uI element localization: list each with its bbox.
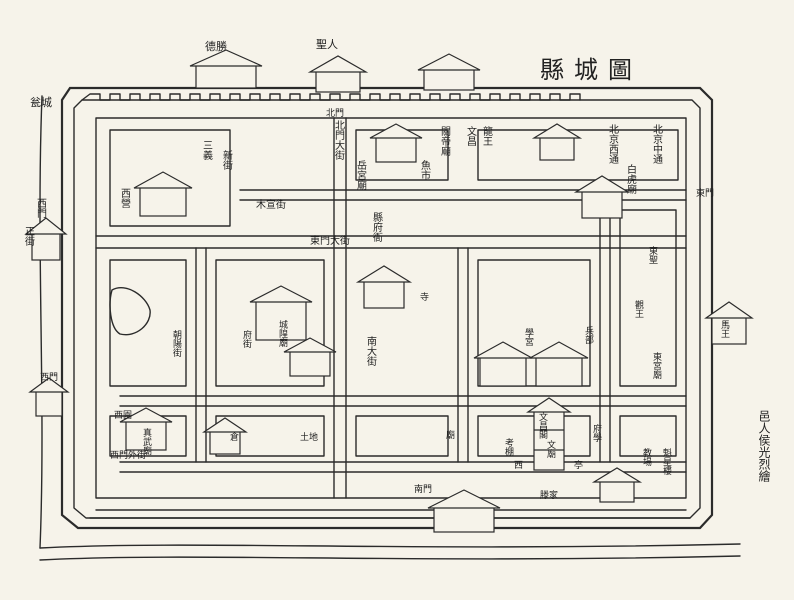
east-temple [473,341,589,387]
label-guan-wang: 觀王 [633,299,644,318]
label-fu-jie: 府街 [241,329,252,349]
ne-temple [531,123,583,161]
label-tu-di: 土地 [300,431,318,443]
label-west-side-1: 西門 [35,198,47,219]
label-baihu: 白虎廟 [625,163,637,195]
label-guandi: 關帝廟 [439,126,451,157]
label-xiejie: 縣府衙 [371,212,383,243]
map-title: 縣城圖 [540,56,642,84]
label-muyuan: 木宣街 [256,198,286,211]
label-south-street: 南大街 [365,335,377,367]
west-temple [133,171,193,217]
label-fu-xue: 府學 [591,423,602,443]
south-gate-tower [427,489,501,533]
label-west-temple: 寺 [420,292,429,303]
label-dong-men: 東門 [696,187,714,199]
yamen-compound [249,285,337,377]
south-shrine [202,417,248,455]
north-gate-tower-2 [189,49,263,89]
east-gate-tower [704,301,754,345]
label-wen-chang-ge: 文昌閣 [537,411,548,440]
label-dong-sheng: 東聖 [647,245,658,264]
label-beijing-1: 北京中通 [651,124,663,164]
label-kui-xing: 魁星樓 [661,447,672,476]
label-ting: 亭 [574,459,583,471]
label-bing-bu: 兵部 [583,325,594,345]
north-gate-tower-3 [417,53,481,91]
label-ma-wang: 馬王 [719,320,730,338]
label-kao-peng: 考棚 [503,438,514,457]
label-bei-men: 北門 [326,108,344,119]
east-hall [573,175,631,219]
label-sanyi: 三義 [201,140,213,160]
label-top-tower: 聖人 [316,38,338,51]
label-xinjie: 新街 [221,149,233,171]
west-gate-tower [24,217,68,261]
central-temple [355,265,413,309]
label-west-side-2: 正街 [23,226,35,247]
sw-gate-tower [28,377,70,417]
label-north-street: 北門大街 [333,120,345,161]
west-pond [109,287,151,336]
label-yuzhen: 魚市 [419,159,431,181]
label-top-left-outer: 瓮城 [30,96,52,109]
nw-temple [369,123,423,163]
pagoda [526,397,572,471]
label-chaoyang: 朝陽街 [171,330,182,358]
label-east-street: 東門大街 [310,234,350,247]
label-nan-men: 南門 [414,483,432,495]
north-gate-tower [307,55,369,93]
label-miao: 廟 [446,429,455,441]
sw-shrine [119,407,173,451]
label-sw-temple: 真武廟 [141,427,152,456]
label-west-gate-house: 西營 [119,188,131,208]
se-shrine [591,467,643,503]
label-top-left-gate: 德勝 [205,39,227,53]
label-xijie-lower: 西門外街 [110,449,146,461]
label-wenchang: 文昌 [465,125,477,147]
label-jiao-chang: 教場 [641,447,652,467]
label-cheng-huang: 城隍廟 [277,320,288,348]
label-beijing-2: 北京西通 [607,124,619,164]
label-wen-wang: 文廟 [545,439,556,459]
label-cang: 倉 [230,431,239,443]
label-xi: 西 [514,460,523,471]
label-xi-men-outer: 西門 [40,372,58,383]
label-yuegong: 岳宮廟 [355,160,367,191]
label-longwang: 龍王 [481,125,493,146]
artist-signature: 邑人侯光烈繪 [757,410,771,483]
label-xi-yuan: 西園 [114,410,132,421]
label-teng-jia: 滕家 [540,489,558,501]
label-east-lower: 東宮廟 [651,351,662,380]
outer-city-wall [39,86,741,561]
label-xue-gong: 學宮 [523,327,534,347]
